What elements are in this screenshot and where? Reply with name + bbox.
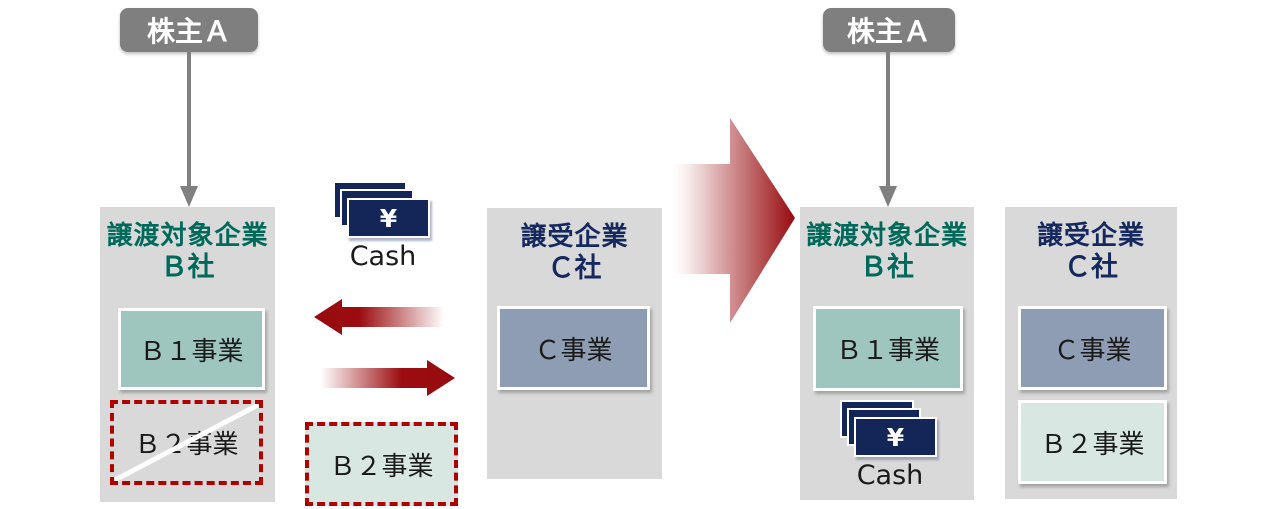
- company-c-title-before: 譲受企業 Ｃ社: [487, 208, 662, 284]
- cash-flow-arrow-icon: [314, 299, 444, 335]
- shareholder-a-box-after: 株主Ａ: [823, 8, 955, 52]
- shareholder-a-box-before: 株主Ａ: [120, 8, 258, 52]
- company-b-title-line2-after: Ｂ社: [860, 252, 914, 283]
- company-b-title-line1-before: 譲渡対象企業: [106, 221, 269, 251]
- bill-front: ¥: [347, 198, 430, 238]
- ownership-arrow-icon-before: [180, 50, 198, 207]
- company-c-title-line1-before: 譲受企業: [520, 222, 629, 252]
- company-c-title-line2-after: Ｃ社: [1064, 252, 1118, 283]
- cash-label-before: Cash: [349, 241, 417, 272]
- unit-c-after: Ｃ事業: [1018, 306, 1167, 390]
- cash-bills-icon-after: ¥: [840, 400, 940, 460]
- unit-b2-label-after: Ｂ２事業: [1040, 429, 1145, 460]
- unit-c-before: Ｃ事業: [497, 306, 650, 390]
- company-c-title-after: 譲受企業 Ｃ社: [1005, 207, 1177, 283]
- unit-b1-before: Ｂ１事業: [118, 308, 265, 390]
- shareholder-a-label-before: 株主Ａ: [146, 15, 231, 48]
- unit-c-label-before: Ｃ事業: [534, 335, 613, 366]
- company-b-title-after: 譲渡対象企業 Ｂ社: [800, 207, 974, 283]
- shareholder-a-label-after: 株主Ａ: [846, 15, 931, 48]
- unit-b1-after: Ｂ１事業: [813, 306, 963, 391]
- unit-b1-label-after: Ｂ１事業: [835, 336, 940, 366]
- unit-b1-label-before: Ｂ１事業: [139, 336, 244, 367]
- company-b-title-line2-before: Ｂ社: [160, 252, 215, 283]
- company-c-title-line1-after: 譲受企業: [1036, 221, 1145, 251]
- unit-b2-removed-label-before: Ｂ２事業: [134, 430, 239, 460]
- before-after-arrow-icon: [673, 118, 795, 323]
- unit-b2-removed-before: Ｂ２事業: [110, 400, 263, 485]
- cash-bills-icon-before: ¥: [333, 181, 433, 241]
- company-b-title-before: 譲渡対象企業 Ｂ社: [100, 207, 275, 283]
- yen-symbol-before: ¥: [379, 203, 398, 233]
- business-transfer-arrow-icon: [321, 360, 455, 396]
- company-b-title-line1-after: 譲渡対象企業: [805, 221, 968, 251]
- company-c-title-line2-before: Ｃ社: [547, 253, 602, 284]
- unit-c-label-after: Ｃ事業: [1053, 335, 1132, 366]
- cash-label-after: Cash: [856, 460, 924, 491]
- transfer-b2-box: Ｂ２事業: [305, 422, 458, 506]
- bill-front: ¥: [854, 417, 937, 457]
- yen-symbol-after: ¥: [886, 422, 905, 452]
- transfer-b2-label: Ｂ２事業: [329, 451, 434, 482]
- ownership-arrow-icon-after: [879, 50, 897, 207]
- unit-b2-after: Ｂ２事業: [1018, 400, 1167, 484]
